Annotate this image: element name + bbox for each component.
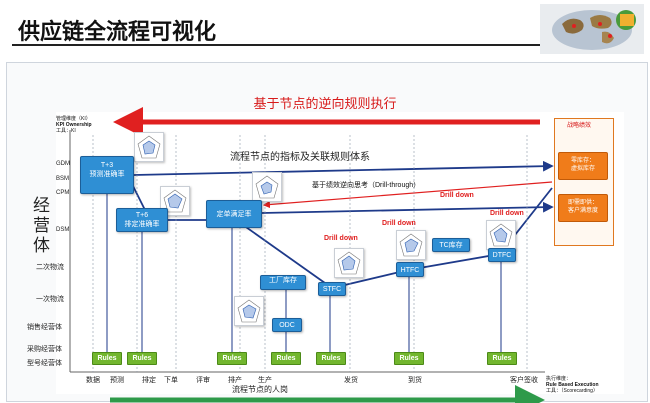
title-divider [12,44,552,46]
node-tc-inventory[interactable]: TC库存 [432,238,470,252]
node-label: T+6 [135,212,149,219]
node-label: STFC [322,286,342,293]
drill-down-label: Drill down [440,192,474,199]
strategy-title: 战略绩效 [567,123,592,129]
node-forecast-accuracy[interactable]: T+3 预测准确率 [80,156,134,194]
node-schedule-accuracy[interactable]: T+6 排定准确率 [116,208,168,232]
radar-chart-icon [234,296,264,326]
execution-note-1: 执行维度： [546,376,572,382]
x-label-review: 评审 [196,377,210,384]
x-label-data: 数据 [86,377,100,384]
radar-chart-icon [134,132,164,162]
level-secondary-logistics: 二次物流 [36,264,64,271]
execution-note-3: 工具：（Scorecarding） [546,388,598,394]
drill-down-label: Drill down [382,220,416,227]
node-stfc[interactable]: STFC [318,282,346,296]
level-sales-unit: 销售经营体 [27,324,62,331]
x-label-arrival: 到货 [408,377,422,384]
rules-button[interactable]: Rules [487,352,517,365]
level-purchase-unit: 采购经营体 [27,346,62,353]
radar-chart-icon [486,220,516,250]
node-htfc[interactable]: HTFC [396,262,424,277]
level-dsm: DSM [56,227,70,233]
flow-t3-to-strategy [133,160,554,176]
node-label: DTFC [492,252,512,259]
node-label: 工厂库存 [269,277,297,284]
x-label-forecast: 预测 [110,377,124,384]
x-label-order: 下单 [164,377,178,384]
node-order-fulfillment-rate[interactable]: 定单满足率 [206,200,262,228]
drill-down-label: Drill down [490,210,524,217]
diagram-title: 流程节点的指标及关联规则体系 [230,152,370,163]
rules-button[interactable]: Rules [217,352,247,365]
x-label-production: 生产 [258,377,272,384]
flow-order-to-strategy [261,201,554,214]
strategy-panel [554,118,614,246]
level-cpm: CPM [56,190,70,196]
x-label-production-scheduling: 排产 [228,377,242,384]
header: 供应链全流程可视化 [0,0,650,56]
node-sublabel: 预测准确率 [89,171,125,178]
level-primary-logistics: 一次物流 [36,296,64,303]
x-label-customer-signoff: 客户签收 [510,377,538,384]
radar-chart-icon [334,248,364,278]
kpi-owner-note-3: 工具：KI [56,128,76,134]
zero-inventory-label: 零库存： [570,158,595,164]
kpi-owner-note-2: KPI Ownership [56,122,92,128]
rules-button[interactable]: Rules [127,352,157,365]
rules-button[interactable]: Rules [271,352,301,365]
node-sublabel: 排定准确率 [124,221,160,228]
radar-chart-icon [252,172,282,202]
node-odc[interactable]: ODC [272,318,302,332]
node-label: 定单满足率 [216,211,252,218]
node-label: HTFC [400,267,420,274]
rules-button[interactable]: Rules [92,352,122,365]
kpi-owner-note-1: 管理维度（KI） [56,116,91,122]
x-label-shipping: 发货 [344,377,358,384]
business-unit-char-1: 经 [33,196,50,216]
rules-button[interactable]: Rules [316,352,346,365]
business-unit-char-3: 体 [33,236,50,256]
subtitle: 基于节点的逆向规则执行 [253,97,397,112]
rules-button[interactable]: Rules [394,352,424,365]
drill-down-label: Drill down [324,235,358,242]
level-model-unit: 型号经营体 [27,360,62,367]
node-label: T+3 [100,162,114,169]
reverse-drill-arrow [262,181,553,209]
customer-satisfaction-label: 客户满意度 [567,208,598,214]
on-demand-supply-label: 即需即供： [567,200,598,206]
on-demand-supply-box[interactable]: 即需即供： 客户满意度 [558,194,608,222]
execution-note-2: Rule Based Execution [546,382,599,388]
node-label: ODC [279,322,295,329]
node-dtfc[interactable]: DTFC [488,248,516,262]
people-label: 流程节点的人岗 [232,385,288,394]
virtual-inventory-label: 虚拟库存 [570,166,595,172]
zero-inventory-box[interactable]: 零库存： 虚拟库存 [558,152,608,180]
level-gdm: GDM [56,161,70,167]
radar-chart-icon [396,230,426,260]
reverse-drill-label: 基于绩效逆向思考（Drill-through） [312,182,421,189]
x-label-schedule: 排定 [142,377,156,384]
business-unit-char-2: 营 [33,216,50,236]
node-label: TC库存 [439,242,463,249]
node-factory-inventory[interactable]: 工厂库存 [260,275,306,290]
page-title: 供应链全流程可视化 [18,20,217,45]
world-map-logo [540,4,644,54]
level-bsm: BSM [56,176,70,182]
